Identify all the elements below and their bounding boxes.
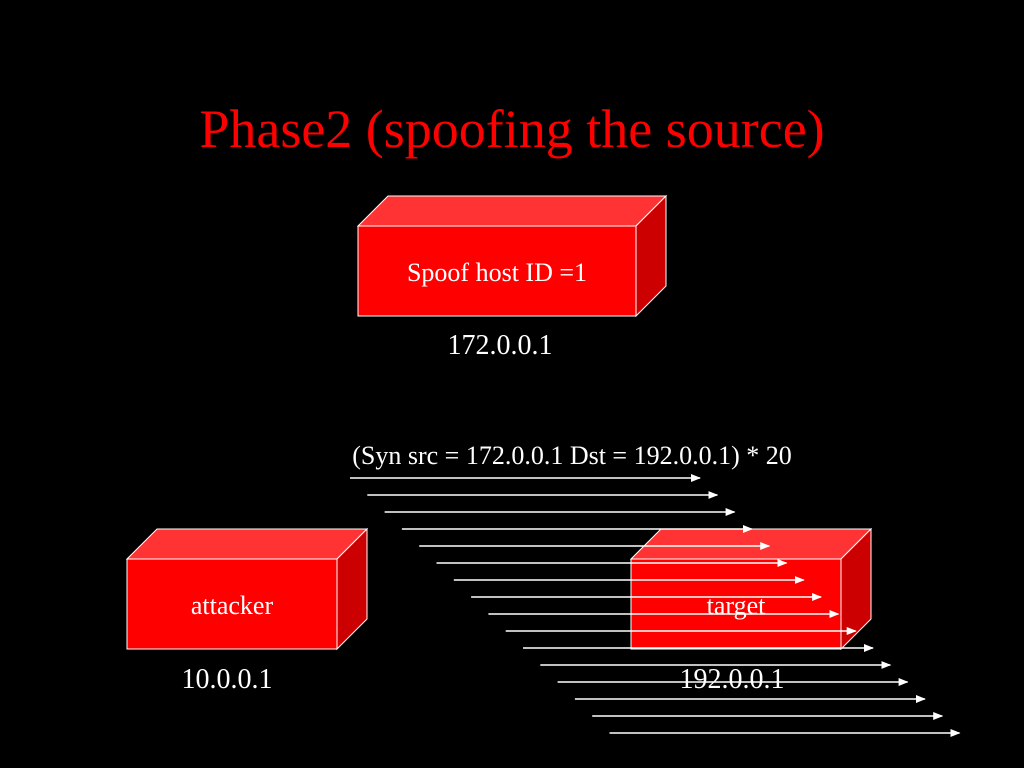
target-box-front (630, 558, 842, 650)
slide-title: Phase2 (spoofing the source) (199, 99, 825, 159)
target-ip: 192.0.0.1 (680, 664, 785, 695)
attacker-label: attacker (191, 591, 274, 620)
target-label: target (707, 591, 766, 620)
attacker-box-top (125, 528, 369, 560)
spoof-host-ip: 172.0.0.1 (448, 330, 553, 361)
attacker-ip: 10.0.0.1 (182, 664, 273, 695)
spoof-host-label: Spoof host ID =1 (407, 258, 587, 287)
target-box-top (629, 528, 873, 560)
spoof-host-box: Spoof host ID =1 (356, 194, 668, 318)
packet-arrows (350, 474, 961, 737)
attacker-box-front (126, 558, 338, 650)
spoof-host-box-front (357, 225, 637, 317)
attacker-box: attacker (125, 527, 369, 651)
packet-label: (Syn src = 172.0.0.1 Dst = 192.0.0.1) * … (352, 441, 792, 470)
target-box: target (629, 527, 873, 651)
spoof-host-box-top (356, 195, 668, 227)
